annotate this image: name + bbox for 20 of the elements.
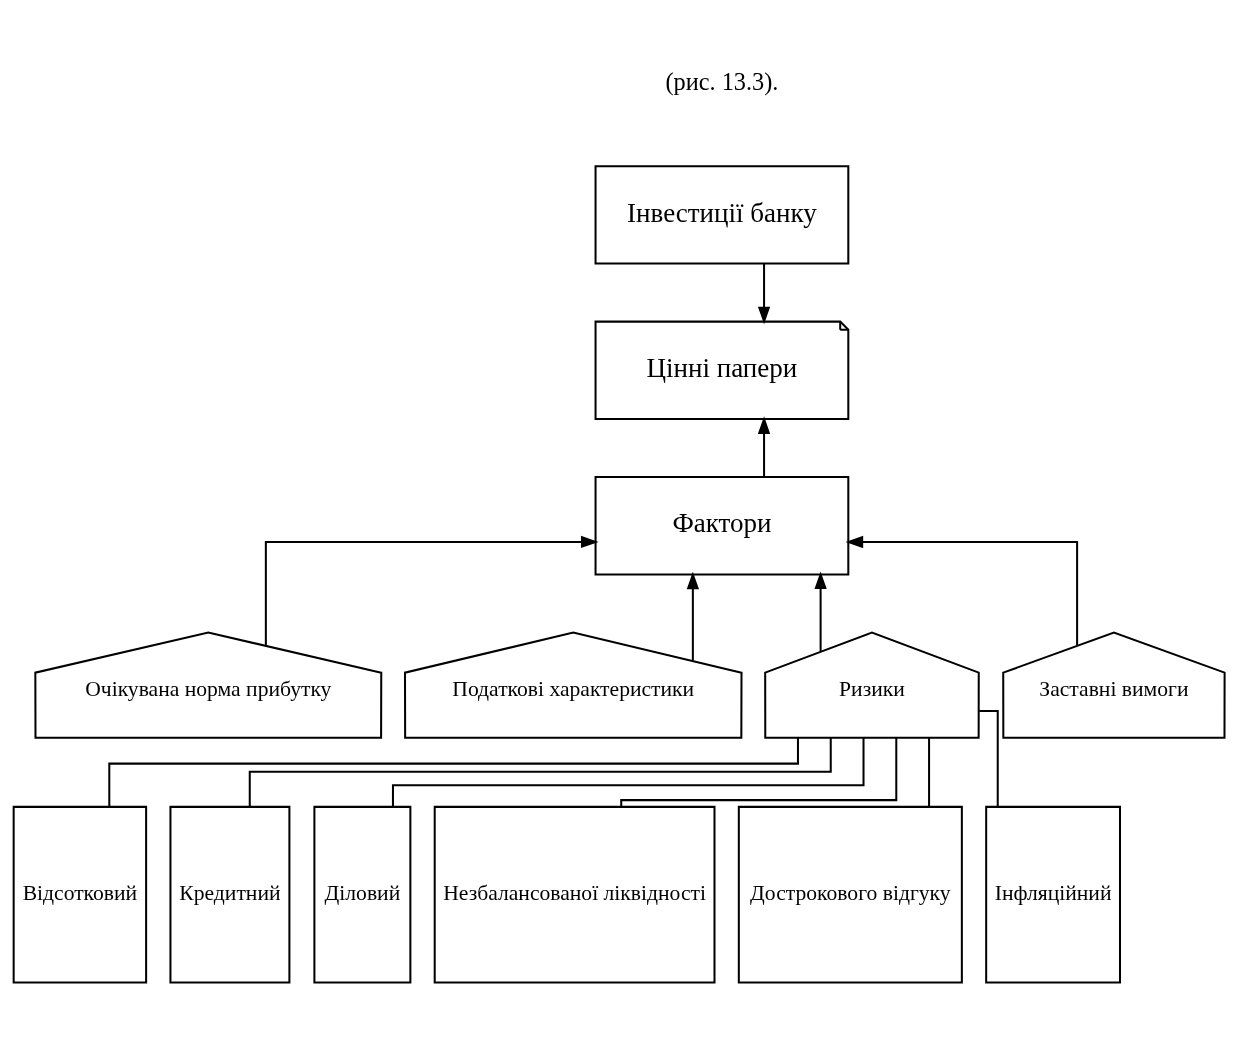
arrow — [757, 416, 771, 477]
node-box: Інвестиції банку — [594, 165, 850, 265]
arrow — [845, 535, 1079, 646]
node-box: Незбалансованої ліквідності — [433, 805, 716, 984]
node-box: Дострокового відгуку — [737, 805, 963, 984]
connector — [108, 737, 799, 807]
connector — [620, 737, 898, 807]
arrow — [264, 535, 599, 646]
node-box: Відсотковий — [12, 805, 148, 984]
node-box: Діловий — [313, 805, 412, 984]
node-box: Фактори — [594, 476, 850, 576]
label: (рис. 13.3). — [665, 67, 779, 95]
arrow — [686, 571, 700, 661]
connector — [391, 737, 865, 807]
node-box: Кредитний — [169, 805, 291, 984]
arrow — [814, 571, 827, 652]
connector — [248, 737, 832, 807]
node-box: Інфляційний — [985, 805, 1121, 984]
arrow — [757, 263, 771, 325]
connector — [928, 737, 931, 807]
